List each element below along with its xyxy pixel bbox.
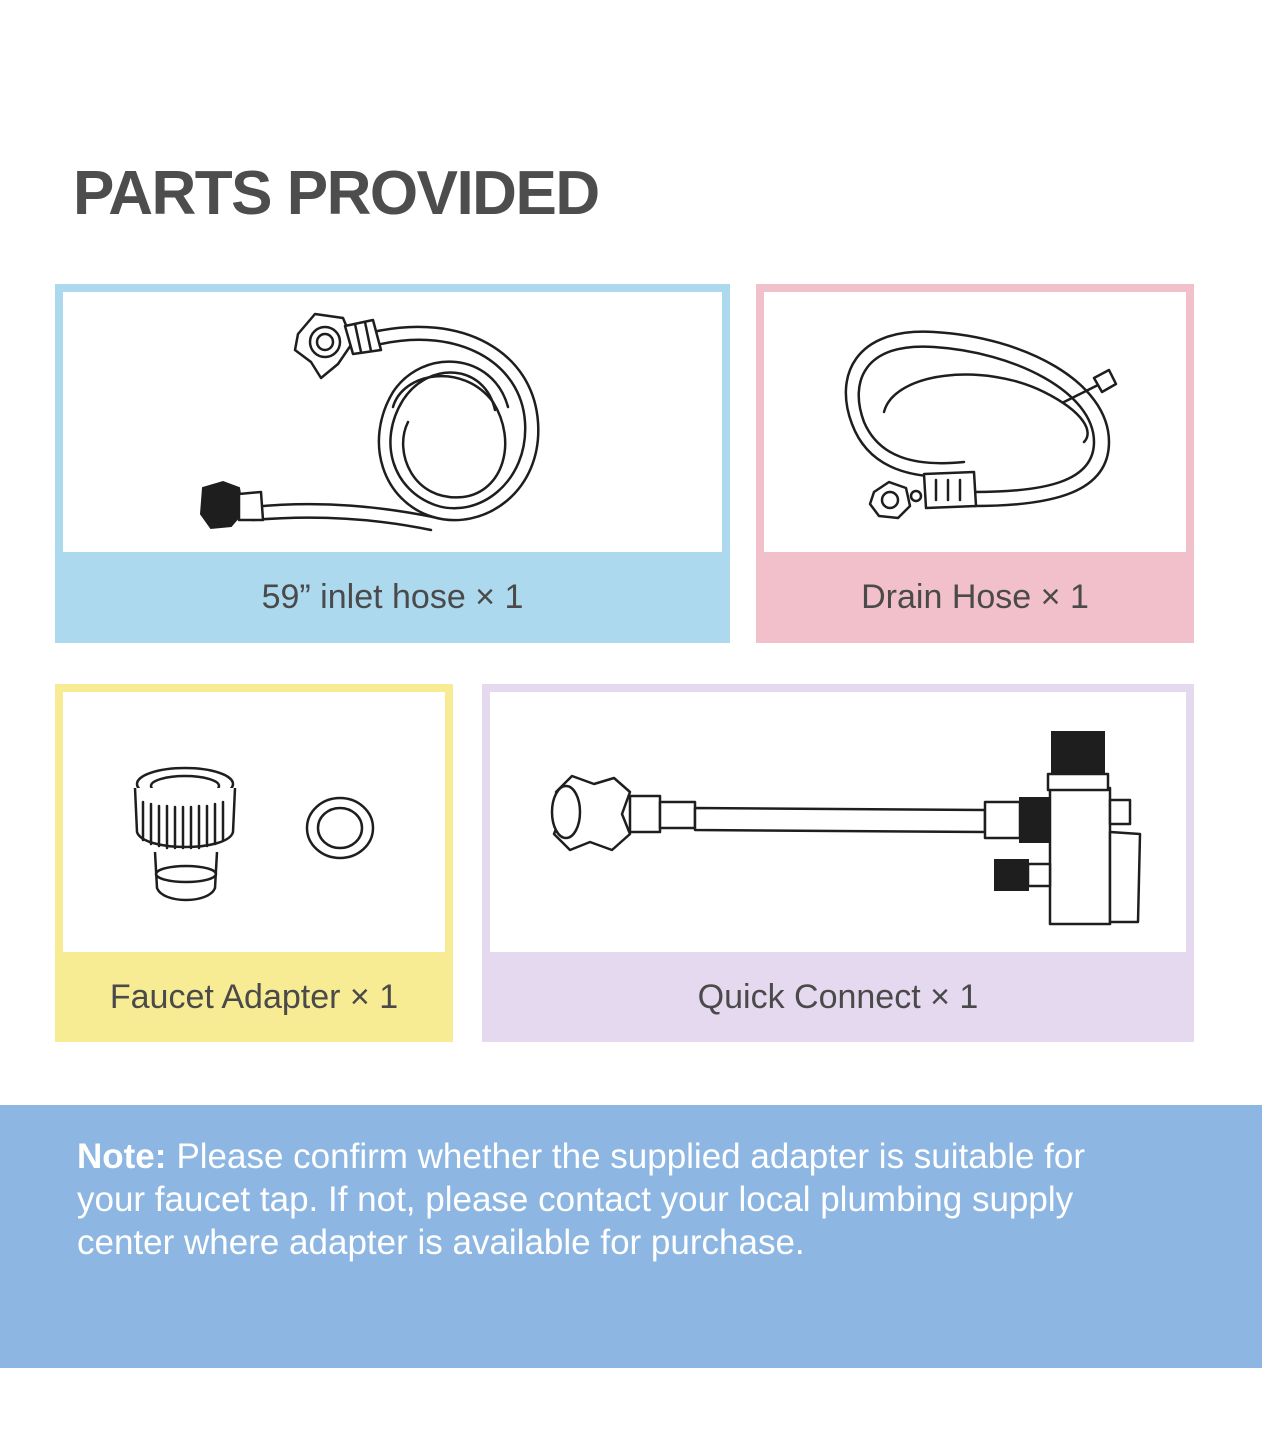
page-title: PARTS PROVIDED (73, 159, 600, 228)
part-card-drain-hose: Drain Hose × 1 (756, 284, 1194, 643)
note-label: Note: (77, 1137, 167, 1176)
drain-hose-icon (844, 330, 1118, 520)
part-card-quick-connect: Quick Connect × 1 (482, 684, 1194, 1042)
note-text: Please confirm whether the supplied adap… (77, 1137, 1086, 1262)
note-banner: Note:Please confirm whether the supplied… (0, 1105, 1262, 1368)
part-illustration (764, 292, 1186, 552)
part-label: Faucet Adapter × 1 (109, 977, 399, 1016)
inlet-hose-icon (199, 312, 540, 532)
part-card-faucet-adapter: Faucet Adapter × 1 (55, 684, 453, 1042)
part-illustration (63, 292, 722, 552)
part-illustration (490, 692, 1186, 952)
faucet-adapter-icon (133, 766, 375, 902)
part-card-inlet-hose: 59” inlet hose × 1 (55, 284, 730, 643)
part-illustration (63, 692, 445, 952)
part-label: Drain Hose × 1 (861, 578, 1089, 616)
part-label: 59” inlet hose × 1 (261, 578, 524, 616)
part-label: Quick Connect × 1 (697, 977, 979, 1016)
quick-connect-icon (550, 731, 1142, 926)
